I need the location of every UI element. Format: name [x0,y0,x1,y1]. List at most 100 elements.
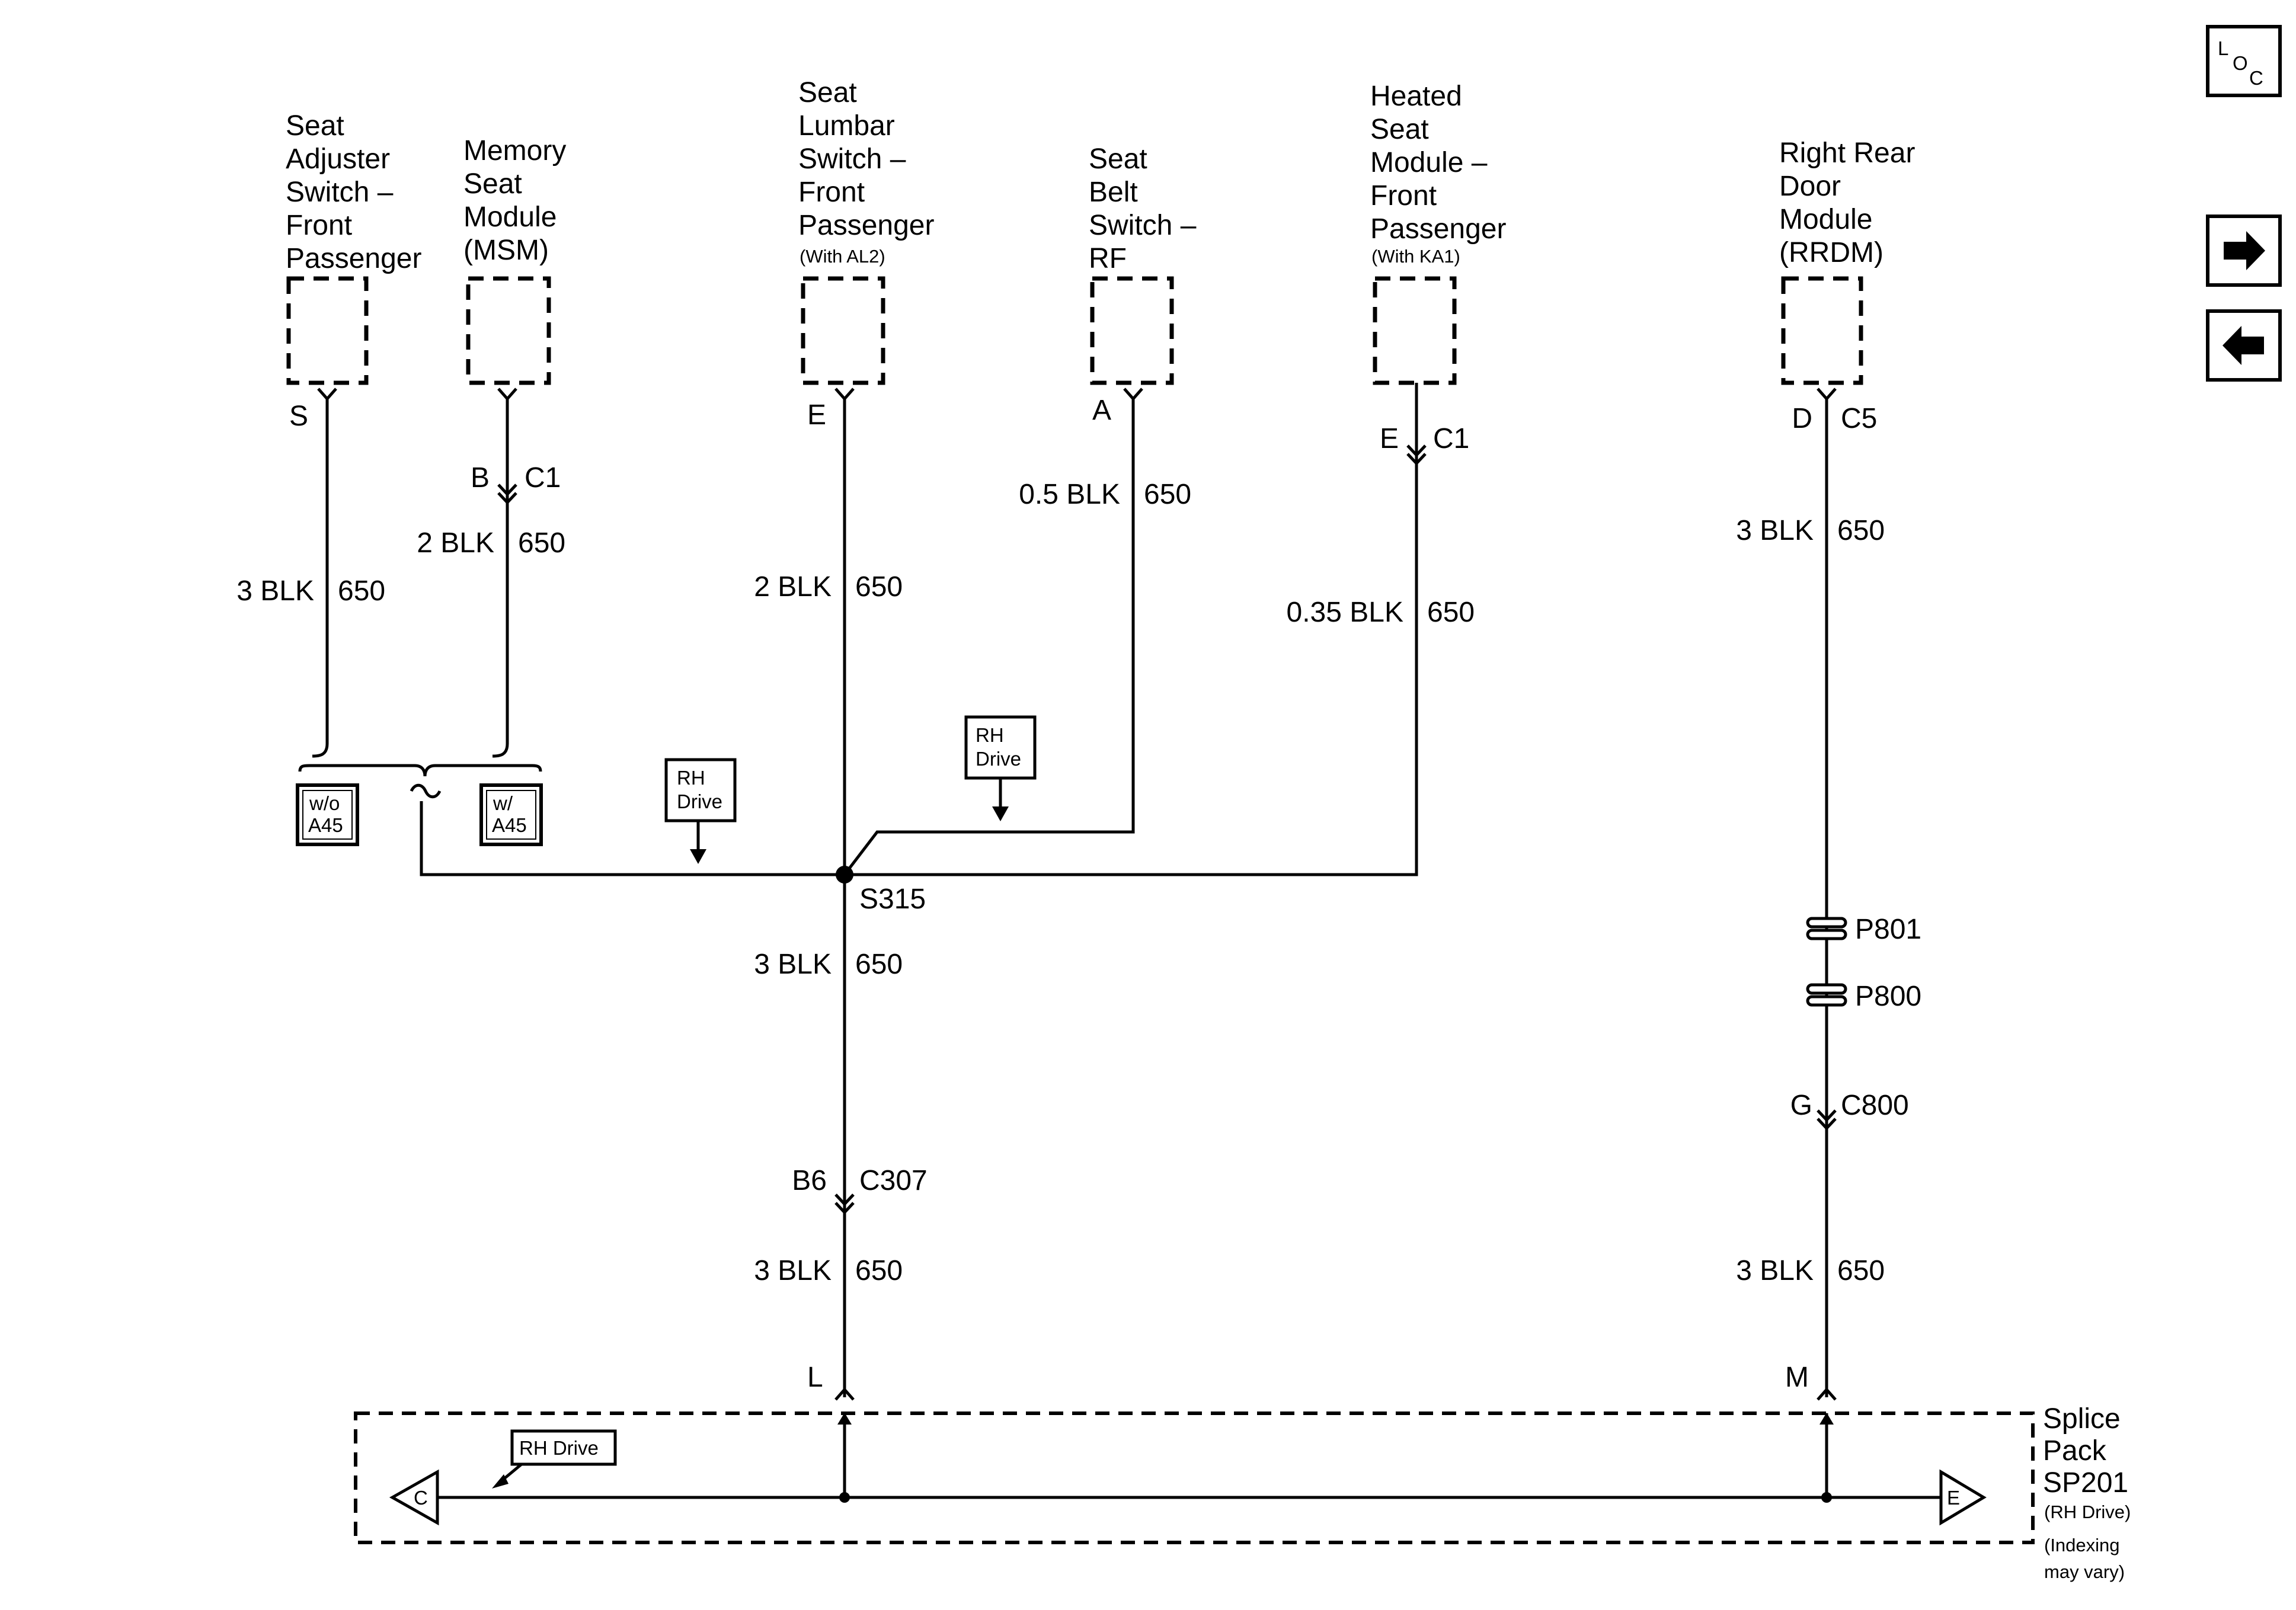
option-label: A45 [492,814,527,836]
label-line: Adjuster [286,143,390,175]
seat-lumbar-switch-box [801,276,885,385]
pin-connector [1123,388,1143,401]
label-line: Module [463,201,557,233]
pin-label: B6 [792,1165,827,1196]
rrdm-label: Right Rear Door Module (RRDM) [1779,137,1915,268]
pin-label: M [1785,1362,1809,1393]
pin-label: E [1380,423,1399,454]
inline-connector [497,484,517,505]
wire-gauge: 3 BLK [1736,1255,1814,1286]
option-label: w/ [493,792,513,814]
splice-label: S315 [859,884,926,915]
wire-circuit: 650 [518,527,565,559]
rh-drive-marker-splice: RH Drive [492,1429,617,1489]
label-line: (RRDM) [1779,237,1884,268]
index-label: E [1947,1487,1960,1509]
pin-connector [1817,1387,1837,1401]
wire [843,399,1135,876]
arrow-right-icon [2224,231,2265,270]
wire-gauge: 3 BLK [1736,515,1814,546]
pin-label: A [1092,395,1111,426]
with-a45-box: w/ A45 [479,783,543,846]
wire [845,463,1418,876]
arrow-up-icon [837,1413,852,1425]
wire-circuit: 650 [855,1255,903,1286]
heated-seat-circuit: E C1 0.35 BLK 650 [845,383,1475,876]
label-line: Seat [798,77,857,108]
label-line: SP201 [2043,1467,2128,1499]
connector-label: C800 [1841,1090,1909,1121]
wire-gauge: 2 BLK [754,571,832,603]
label-line: Heated [1370,81,1462,112]
p801-pass-through [1806,917,1847,940]
label-line: Switch – [798,143,906,175]
splice-pack-sp201: C E RH Drive [354,1411,2035,1544]
marker-label: RH [976,724,1004,746]
connector-label: P800 [1855,981,1921,1012]
note-line: may vary) [2044,1561,2125,1582]
pin-label: D [1792,403,1812,434]
seat-belt-switch-box [1090,276,1174,385]
label-line: Module [1779,204,1872,235]
arrow-left-icon [2223,326,2264,365]
label-line: Seat [286,110,344,142]
wire-gauge: 0.35 BLK [1287,597,1403,628]
ground-wire-left [420,801,845,876]
label-line: Switch – [286,177,394,208]
rh-drive-marker-left: RH Drive [664,758,737,864]
note-line: (Indexing [2044,1535,2120,1555]
pin-label: S [289,401,308,432]
wire-gauge: 3 BLK [754,1255,832,1286]
inline-connector [1817,1109,1837,1131]
label-line: RF [1089,243,1127,274]
wire-gauge: 3 BLK [754,949,832,980]
label-line: Pack [2043,1435,2107,1467]
wire-end-hook [312,743,329,758]
connector-label: C307 [859,1165,928,1196]
arrow-diagonal-icon [492,1474,509,1489]
splice-dot [1821,1492,1832,1503]
label-line: Module – [1370,147,1488,178]
seat-belt-circuit: A 0.5 BLK 650 [843,388,1191,876]
seat-adjuster-switch-label: Seat Adjuster Switch – Front Passenger [286,110,421,274]
triangle-right-icon [1939,1469,1987,1526]
previous-page-button[interactable] [2206,309,2282,382]
label-line: Switch – [1089,210,1197,241]
index-label: C [414,1487,428,1509]
next-page-button[interactable] [2206,215,2282,287]
marker-label: RH [677,767,705,789]
splice-dot [839,1492,850,1503]
pin-connector [497,388,517,401]
label-line: Passenger [286,243,421,274]
wire-circuit: 650 [1837,515,1885,546]
note-line: (RH Drive) [2044,1502,2131,1522]
wire-circuit: 650 [338,575,385,607]
loc-letter: L [2218,37,2228,59]
pin-connector [1817,388,1837,401]
label-line: Front [286,210,352,241]
wire-circuit: 650 [1144,479,1191,510]
wire-circuit: 650 [1427,597,1475,628]
connector-label: C1 [1433,423,1469,454]
label-line: Seat [1370,114,1429,145]
label-line: Memory [463,135,566,167]
loc-button[interactable]: L O C [2206,25,2282,97]
label-line: Lumbar [798,110,895,142]
option-note: (With KA1) [1371,246,1460,267]
connector-label: C1 [525,462,561,494]
wire-circuit: 650 [1837,1255,1885,1286]
arrow-up-icon [1819,1413,1834,1425]
option-label: w/o [309,792,340,814]
connector-label: P801 [1855,914,1921,945]
label-line: Front [798,177,865,208]
rh-drive-marker-right: RH Drive [964,715,1037,821]
memory-seat-circuit: B C1 2 BLK 650 [417,388,565,758]
wire-circuit: 650 [855,571,903,603]
rrdm-box [1781,276,1863,385]
pin-label: B [471,462,490,494]
label-line: Passenger [798,210,934,241]
marker-label: RH Drive [519,1437,599,1459]
label-line: Door [1779,171,1841,202]
wire-gauge: 0.5 BLK [1019,479,1120,510]
